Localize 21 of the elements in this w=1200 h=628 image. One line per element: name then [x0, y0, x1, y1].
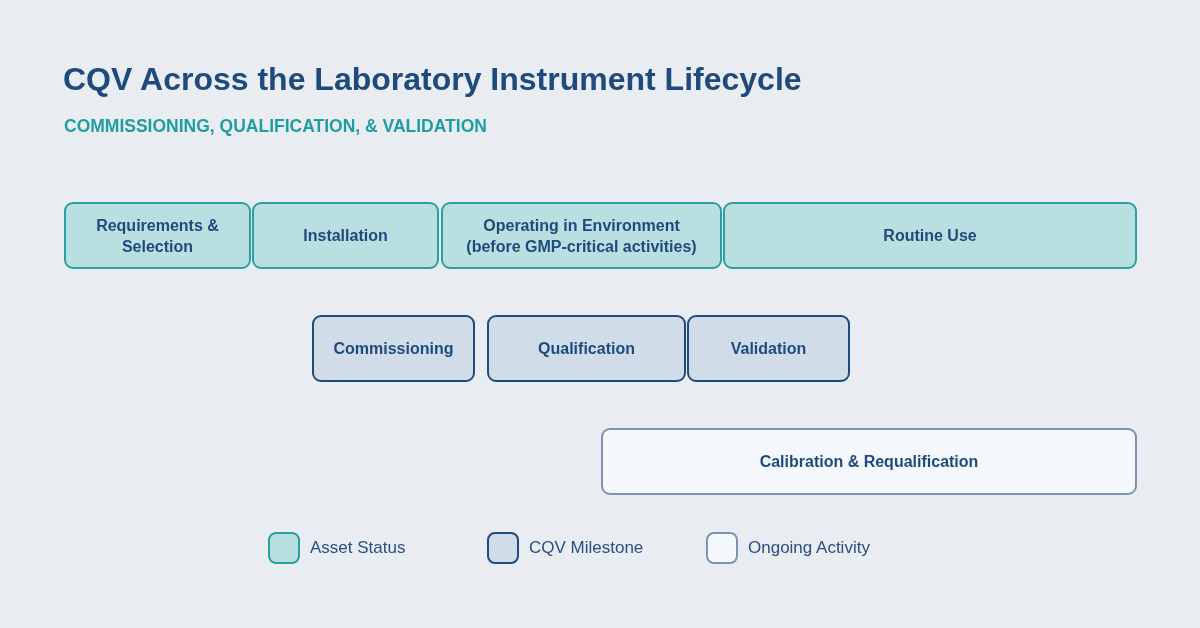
box-label: Requirements & Selection — [95, 215, 220, 257]
box-label: Routine Use — [883, 226, 977, 246]
box-label: Operating in Environment (before GMP-critical activities) — [465, 215, 698, 257]
milestone-box — [312, 315, 475, 382]
stage-box — [441, 202, 722, 269]
legend-label: Asset Status — [310, 537, 406, 559]
stage-box — [64, 202, 251, 269]
activity-box — [601, 428, 1137, 495]
box-label: Commissioning — [333, 339, 454, 359]
legend-label: Ongoing Activity — [748, 537, 870, 559]
stage-box — [252, 202, 439, 269]
milestone-box — [487, 315, 686, 382]
milestone-box — [687, 315, 850, 382]
box-label: Calibration & Requalification — [759, 452, 979, 472]
subtitle-text: COMMISSIONING, QUALIFICATION, & VALIDATION — [64, 115, 487, 137]
diagram-title: CQV Across the Laboratory Instrument Lifecycle — [63, 60, 802, 98]
box-label: Validation — [730, 339, 807, 359]
stage-box — [723, 202, 1137, 269]
legend-label: CQV Milestone — [529, 537, 644, 559]
box-label: Installation — [303, 226, 388, 246]
box-label: Qualification — [538, 339, 635, 359]
